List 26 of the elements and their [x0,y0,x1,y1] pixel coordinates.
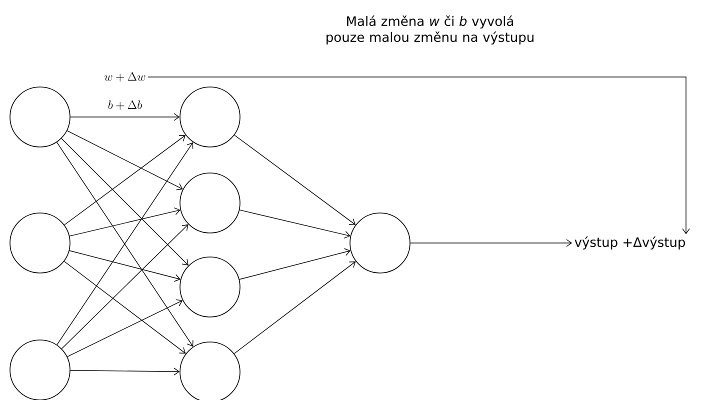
arrow [70,113,180,121]
neuron-circle [10,86,70,148]
arrow [61,138,188,266]
output-label: výstup +Δvýstup [574,236,685,250]
neuron-circle [10,212,70,274]
neuron-circle [180,172,240,234]
arrow [239,210,350,239]
arrow [410,239,572,247]
formula-label: $w + \Delta w$ [104,72,146,82]
arrow [64,261,186,354]
arrow [234,134,356,225]
arrow [69,208,180,236]
edge-label: $b + \Delta b$ [108,100,142,110]
title: Malá změna w či b vyvolá pouze malou změnu na výstupu [326,15,534,45]
arrow [66,299,183,358]
arrow [70,368,180,376]
arrow [69,250,181,282]
arrow [148,76,690,234]
arrow [64,135,186,226]
arrow [61,224,188,350]
neuron-circle [350,212,410,274]
arrow [239,248,351,280]
arrow [66,130,183,190]
neuron-circle [180,256,240,318]
arrow [234,261,356,354]
neuron-circle [180,86,240,148]
